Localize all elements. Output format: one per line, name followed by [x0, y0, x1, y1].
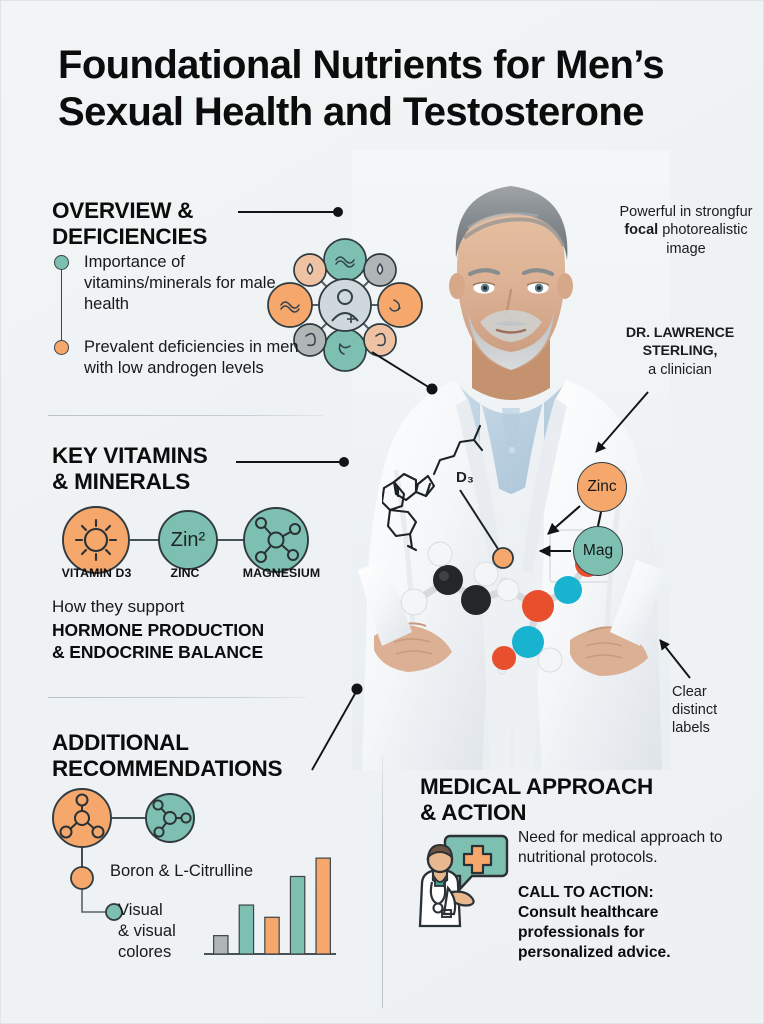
list-item: Prevalent deficiencies in men with low a…: [54, 337, 304, 379]
support-strong-line-1: HORMONE PRODUCTION: [52, 620, 265, 641]
vitamin-d3-molecule-overlay: D₃: [382, 412, 522, 587]
section-heading-medical: MEDICAL APPROACH & ACTION: [420, 774, 653, 826]
dna-glyph: [335, 256, 355, 264]
additional-item-2-line-3: colores: [118, 942, 172, 961]
capsule-glyph: [305, 332, 316, 347]
bullet-dot-teal: [54, 255, 69, 270]
cta-label: CALL TO ACTION:: [518, 883, 654, 901]
doctor-role: a clinician: [648, 361, 712, 378]
callout-mag-label: Mag: [582, 542, 614, 559]
clear-line-3: labels: [672, 719, 710, 736]
divider-overview-keyvitamins: [48, 415, 324, 416]
title-line-1: Foundational Nutrients for Men’s: [58, 43, 665, 87]
overview-bullet-list: Importance of vitamins/minerals for male…: [54, 252, 304, 398]
annotation-powerful-post: photorealistic image: [658, 222, 748, 257]
additional-heading-line-1: ADDITIONAL: [52, 730, 189, 755]
zinc-inner-label: Zin²: [171, 529, 206, 551]
leader-additional: [311, 691, 357, 771]
list-item: Importance of vitamins/minerals for male…: [54, 252, 304, 353]
annotation-powerful-bold: focal: [624, 222, 659, 239]
divider-vertical-medical: [382, 756, 383, 1008]
section-heading-key-vitamins: KEY VITAMINS & MINERALS: [52, 443, 208, 495]
clinician-photo: [352, 150, 670, 770]
node-small-orange: [70, 866, 94, 890]
nutrient-bar-chart: [200, 846, 340, 962]
medical-need-text: Need for medical approach to nutritional…: [518, 829, 723, 866]
bar-1: [213, 935, 229, 955]
overview-heading-line-1: OVERVIEW &: [52, 198, 194, 223]
annotation-powerful-pre: Powerful in strongfur: [619, 204, 753, 220]
nutrient-chain-labels: VITAMIN D3 ZINC MAGNESIUM: [48, 566, 338, 580]
section-heading-additional: ADDITIONAL RECOMMENDATIONS: [52, 730, 283, 782]
bar-4: [289, 875, 306, 955]
cta-line-2: professionals for: [518, 924, 645, 942]
page-title: Foundational Nutrients for Men’s Sexual …: [58, 42, 718, 136]
annotation-clear-labels: Clear distinct labels: [672, 684, 746, 738]
doctor-illustration-icon: [408, 826, 512, 938]
callout-zinc-label: Zinc: [587, 478, 617, 495]
bullet-dot-orange: [54, 340, 69, 356]
support-strong-line-2: & ENDOCRINE BALANCE: [52, 642, 264, 663]
doctor-name-line-1: DR. LAWRENCE: [625, 325, 735, 341]
hub-node-bottomleft: [293, 323, 327, 357]
additional-item-2-line-2: & visual: [118, 921, 176, 940]
bar-2: [238, 904, 255, 955]
bar-3: [264, 916, 280, 955]
d3-leader-dot: [492, 547, 514, 569]
additional-item-2-line-1: Visual: [118, 901, 163, 919]
additional-heading-line-2: RECOMMENDATIONS: [52, 756, 283, 782]
callout-mag: Mag: [573, 526, 623, 576]
additional-item-2: Visual & visual colores: [118, 900, 176, 962]
clinician-photo-image: [352, 150, 670, 770]
node-zinc: [158, 510, 218, 570]
label-vitamin-d3: VITAMIN D3: [61, 566, 132, 580]
overview-bullet-1-text: Importance of vitamins/minerals for male…: [84, 253, 276, 314]
callout-zinc: Zinc: [577, 462, 627, 512]
d3-label: D₃: [456, 469, 474, 486]
divider-keyvitamins-additional: [48, 697, 306, 698]
medical-body-text: Need for medical approach to nutritional…: [518, 828, 740, 964]
hub-node-bottomright: [363, 323, 397, 357]
doctor-name-line-2: STERLING,: [642, 342, 718, 359]
stethoscope-icon: [432, 902, 444, 914]
section-heading-overview: OVERVIEW & DEFICIENCIES: [52, 198, 207, 250]
label-magnesium: MAGNESIUM: [242, 566, 321, 580]
clear-line-1: Clear: [672, 684, 707, 700]
medical-cross-icon: [462, 844, 493, 875]
cta-line-1: Consult healthcare: [518, 903, 659, 921]
hub-node-bottom: [323, 328, 367, 372]
clear-line-2: distinct: [672, 701, 718, 718]
key-vitamins-heading-line-1: KEY VITAMINS: [52, 443, 208, 468]
support-lead: How they support: [52, 597, 185, 616]
node-small-teal: [105, 903, 123, 921]
additional-item-1: Boron & L-Citrulline: [110, 862, 254, 880]
bar-5: [315, 857, 331, 955]
nutrient-chain-diagram: Zin²: [48, 492, 338, 588]
title-line-2: Sexual Health and Testosterone: [58, 89, 644, 134]
annotation-doctor-name: DR. LAWRENCE STERLING, a clinician: [600, 325, 760, 379]
additional-node-graph: [50, 786, 210, 946]
label-zinc: ZINC: [170, 566, 200, 580]
annotation-powerful-image: Powerful in strongfur focal photorealist…: [612, 203, 760, 258]
link-glyph: [389, 299, 401, 312]
overview-heading-line-2: DEFICIENCIES: [52, 224, 208, 250]
cta-line-3: personalized advice.: [518, 944, 671, 962]
bullet-connector-stem: [60, 269, 63, 353]
hub-node-right: [377, 282, 423, 328]
hormone-support-text: How they support HORMONE PRODUCTION & EN…: [52, 596, 352, 664]
medical-heading-line-2: & ACTION: [420, 800, 527, 826]
overview-bullet-2-text: Prevalent deficiencies in men with low a…: [84, 338, 299, 378]
medical-heading-line-1: MEDICAL APPROACH: [420, 774, 654, 799]
node-vitamin-d3: [62, 506, 130, 574]
droplet-glyph: [306, 262, 314, 275]
nutrient-hub-diagram: [262, 222, 428, 388]
key-vitamins-heading-line-2: & MINERALS: [52, 469, 190, 495]
